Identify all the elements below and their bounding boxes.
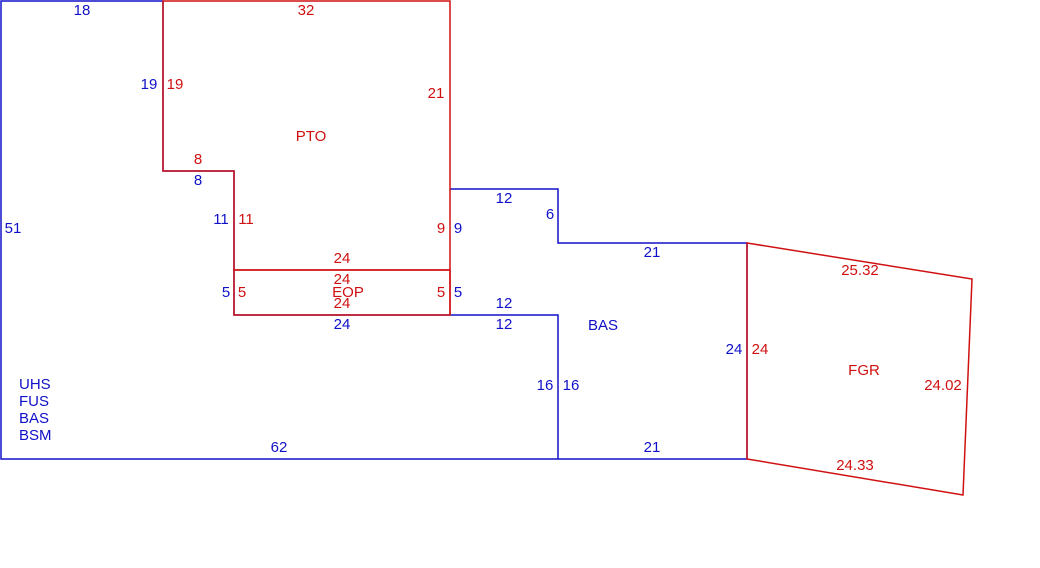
- eop-outline: [233, 269, 451, 316]
- dim-red-pto-right: 21: [428, 85, 445, 102]
- main-building-outline: [0, 0, 748, 460]
- dim-red-eop-left: 5: [238, 284, 246, 301]
- dim-blue-inner-vert: 11: [213, 211, 229, 228]
- dim-red-pto-top: 32: [298, 2, 315, 19]
- dim-blue-step-top: 12: [496, 190, 513, 207]
- pto-area-label: PTO: [296, 128, 327, 145]
- dim-red-eop-top: 24: [334, 271, 351, 288]
- legend-item-bsm: BSM: [19, 427, 52, 444]
- dim-blue-notch-horiz: 8: [194, 172, 202, 189]
- dim-blue-bottom-left: 62: [271, 439, 288, 456]
- dim-blue-notch-vert: 19: [141, 76, 158, 93]
- dim-blue-porch-bottom: 24: [334, 316, 351, 333]
- fgr-area-label: FGR: [848, 362, 880, 379]
- dim-blue-porch-side: 5: [222, 284, 230, 301]
- bas-area-label: BAS: [588, 317, 618, 334]
- main-building-inner-outline: [162, 1, 559, 459]
- dim-blue-lower-vert-right: 16: [563, 377, 580, 394]
- dim-red-fgr-top: 25.32: [841, 262, 879, 279]
- legend-item-fus: FUS: [19, 393, 49, 410]
- dim-blue-bottom-right: 21: [644, 439, 661, 456]
- dim-blue-lower-vert: 16: [537, 377, 554, 394]
- dim-blue-top: 18: [74, 2, 91, 19]
- dim-red-eop-bottom: 24: [334, 295, 351, 312]
- dim-red-fgr-left: 24: [752, 341, 769, 358]
- dim-blue-left: 51: [5, 220, 22, 237]
- dim-blue-step-side: 6: [546, 206, 554, 223]
- dim-red-pto-bottom: 24: [334, 250, 351, 267]
- pto-outline: [162, 0, 451, 315]
- dim-red-fgr-right: 24.02: [924, 377, 962, 394]
- dim-blue-right-vert: 24: [726, 341, 743, 358]
- dim-blue-lower-step-top: 12: [496, 295, 513, 312]
- dim-blue-step-right: 9: [454, 220, 462, 237]
- eop-area-label: EOP: [332, 284, 364, 301]
- legend-item-uhs: UHS: [19, 376, 51, 393]
- legend-item-bas: BAS: [19, 410, 49, 427]
- dim-red-pto-notch: 8: [194, 151, 202, 168]
- dim-blue-lower-step-bottom: 12: [496, 316, 513, 333]
- dim-red-pto-inner: 11: [238, 211, 254, 228]
- dim-red-pto-left: 19: [167, 76, 184, 93]
- dim-red-eop-right: 5: [437, 284, 445, 301]
- dim-red-fgr-bottom: 24.33: [836, 457, 874, 474]
- dim-blue-porch-right: 5: [454, 284, 462, 301]
- fgr-outline: [746, 242, 973, 496]
- dim-blue-mid-top: 21: [644, 244, 661, 261]
- dim-red-pto-step: 9: [437, 220, 445, 237]
